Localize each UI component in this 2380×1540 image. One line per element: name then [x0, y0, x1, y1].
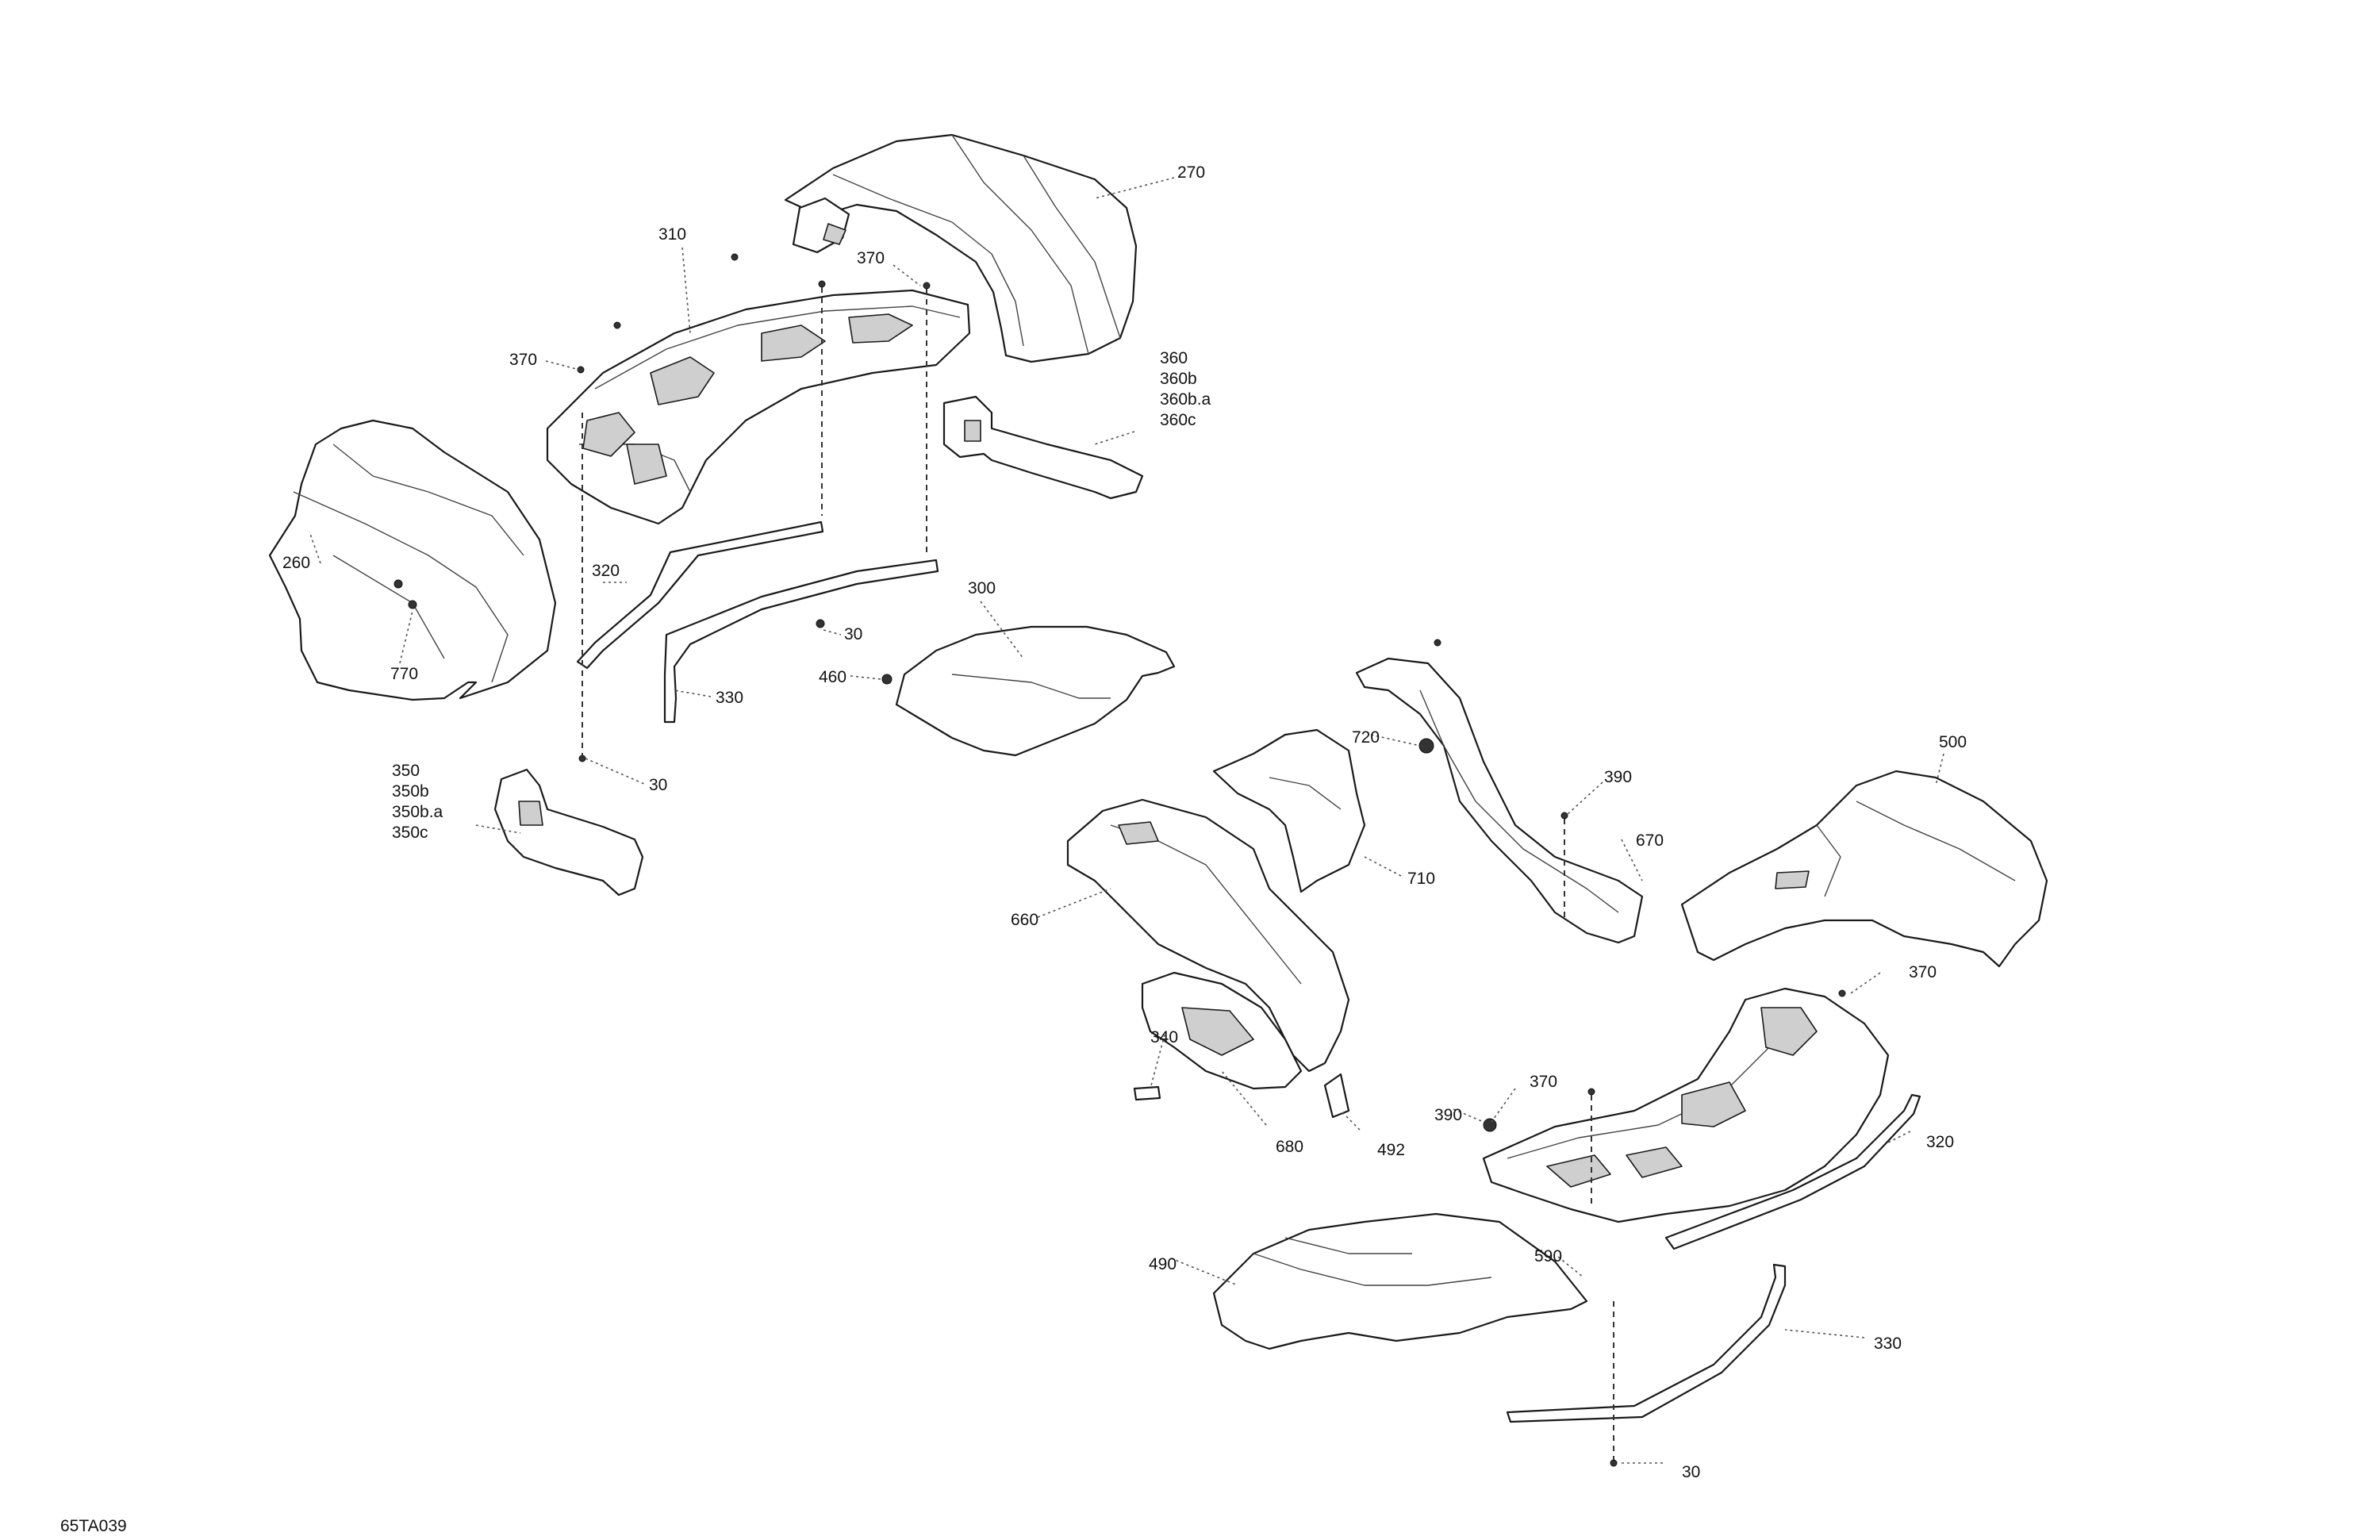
callout-370-center: 370: [1530, 1073, 1557, 1091]
part-front-rack: [1482, 987, 1890, 1223]
callout-260: 260: [282, 554, 310, 572]
callout-labels: 270 310 370 370 360 360b 360b.a 360c 260…: [282, 163, 1967, 1481]
part-320-trim-strip-right: [1664, 1093, 1921, 1250]
part-680-lower-panel: [1141, 971, 1303, 1090]
callout-30-bottom: 30: [1682, 1463, 1700, 1481]
alignment-lines: [582, 287, 1614, 1460]
callout-320-right: 320: [1926, 1133, 1954, 1151]
callout-710: 710: [1407, 870, 1435, 888]
callout-360: 360: [1160, 349, 1188, 367]
callout-300: 300: [968, 579, 996, 597]
callout-360b: 360b: [1160, 370, 1197, 388]
callout-720: 720: [1352, 728, 1380, 747]
callout-460: 460: [819, 668, 846, 686]
callout-360c: 360c: [1160, 411, 1196, 429]
callout-360ba: 360b.a: [1160, 390, 1211, 409]
part-350-bracket: [493, 768, 644, 897]
callout-30-mid: 30: [844, 625, 862, 643]
part-270-rear-fender: [784, 133, 1138, 363]
callout-350: 350: [392, 762, 420, 780]
callout-390-top: 390: [1604, 768, 1632, 786]
part-492-clip: [1323, 1073, 1350, 1119]
callout-770: 770: [390, 665, 418, 683]
callout-490: 490: [1149, 1255, 1177, 1273]
fasteners: [393, 253, 1846, 1467]
callout-340: 340: [1150, 1028, 1178, 1047]
callout-30-left: 30: [649, 776, 667, 794]
callout-270: 270: [1177, 163, 1205, 182]
part-360-bracket: [942, 395, 1144, 500]
callout-370-top: 370: [857, 249, 885, 267]
callout-350b: 350b: [392, 782, 429, 801]
callout-370-left: 370: [509, 351, 537, 369]
part-320-trim-strip-left: [576, 520, 824, 670]
callout-390-center: 390: [1434, 1106, 1462, 1124]
callout-320-left: 320: [592, 562, 620, 580]
callout-670: 670: [1636, 831, 1664, 850]
leader-lines: [309, 177, 1944, 1464]
figure-reference: 65TA039: [60, 1517, 127, 1535]
part-670-side-rail: [1355, 657, 1644, 944]
callout-350ba: 350b.a: [392, 803, 443, 821]
callout-310: 310: [658, 225, 686, 244]
part-660-center-panel: [1066, 798, 1350, 1073]
callout-350c: 350c: [392, 824, 428, 842]
part-500-front-fender: [1680, 770, 2048, 968]
part-710-bracket: [1212, 728, 1366, 893]
part-330-trim-strip-left: [663, 559, 939, 724]
part-330-trim-strip-right: [1506, 1263, 1787, 1423]
callout-492: 492: [1377, 1141, 1405, 1159]
callout-330-right: 330: [1874, 1335, 1902, 1353]
part-490-front-panel: [1212, 1212, 1588, 1350]
part-260-side-fender: [268, 419, 557, 701]
callout-500: 500: [1939, 733, 1967, 751]
callout-590: 590: [1534, 1247, 1562, 1265]
callout-370-right: 370: [1909, 963, 1937, 981]
part-340-clip: [1133, 1085, 1161, 1101]
part-310-rear-rack: [546, 289, 971, 525]
callout-660: 660: [1011, 911, 1038, 929]
callout-680: 680: [1276, 1138, 1303, 1156]
part-300-panel: [895, 625, 1176, 757]
callout-330-left: 330: [716, 689, 743, 707]
